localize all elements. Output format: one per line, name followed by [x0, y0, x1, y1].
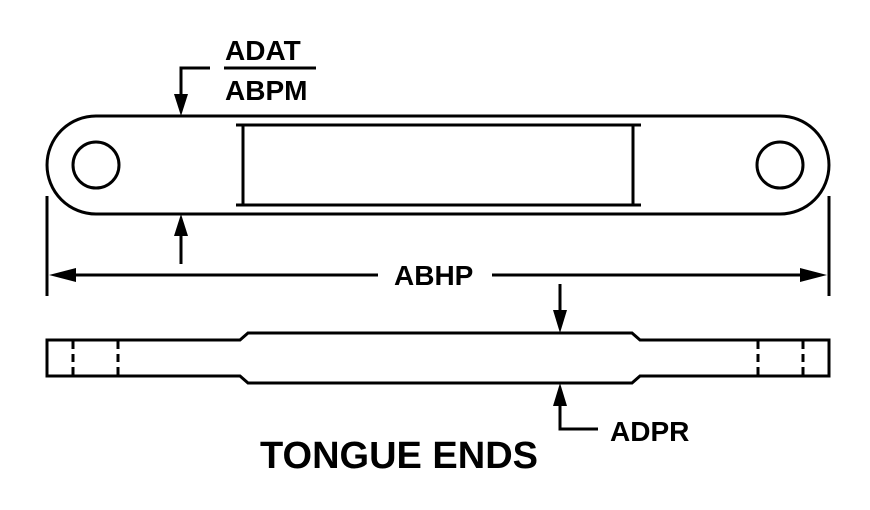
arrow-left-icon	[49, 268, 76, 282]
arrow-down-icon	[553, 310, 567, 333]
diagram-title: TONGUE ENDS	[260, 435, 538, 477]
label-abhp: ABHP	[394, 260, 473, 291]
arrow-up-icon	[553, 383, 567, 406]
top-view	[45, 114, 831, 216]
leader-line	[179, 66, 210, 96]
label-adpr: ADPR	[610, 416, 689, 447]
right-hole	[755, 140, 805, 190]
length-dimension	[45, 196, 831, 296]
lower-leader	[558, 404, 598, 431]
arrow-up-icon	[174, 214, 188, 236]
center-thickness-callout	[558, 284, 598, 431]
link-outline	[45, 114, 831, 216]
arrow-down-icon	[174, 94, 188, 116]
label-adat: ADAT	[225, 35, 301, 66]
left-hole	[71, 140, 121, 190]
label-abpm: ABPM	[225, 75, 307, 106]
side-view	[45, 331, 831, 385]
thickness-callout	[179, 66, 316, 264]
side-outline	[45, 331, 831, 385]
arrow-right-icon	[800, 268, 827, 282]
